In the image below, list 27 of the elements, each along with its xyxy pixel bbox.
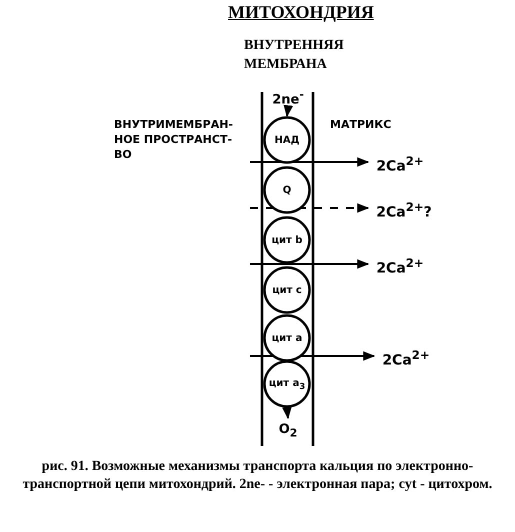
arrow bbox=[282, 406, 292, 420]
carrier-circle bbox=[263, 166, 311, 214]
node-text: 2ne$^{-}$ bbox=[272, 88, 304, 108]
carrier-circle bbox=[263, 314, 311, 362]
arrow bbox=[284, 104, 294, 118]
region-label: ВНУТРИМЕМБРАН-НОЕ ПРОСТРАНСТ-ВО bbox=[114, 118, 234, 163]
node-text: O$_{2}$ bbox=[278, 422, 298, 440]
node-text: Q bbox=[282, 184, 292, 196]
caption: рис. 91. Возможные механизмы транспорта кальция по электронно-транспортной цепи митохондрий. 2ne- - электронная пара; cyt - цитохром. bbox=[22, 458, 494, 494]
arrow bbox=[250, 157, 370, 167]
carrier-circle bbox=[263, 360, 311, 408]
node-text: 2Ca$^{2+}$? bbox=[376, 200, 432, 220]
node-text: цит b bbox=[272, 234, 302, 246]
node-text: НАД bbox=[274, 134, 300, 146]
node-text: цит a$_{3}$ bbox=[268, 378, 306, 390]
node-text: 2Ca$^{2+}$ bbox=[376, 256, 424, 276]
node-text: 2Ca$^{2+}$ bbox=[382, 348, 430, 368]
node-text: 2Ca$^{2+}$ bbox=[376, 154, 424, 174]
carrier-circle bbox=[263, 266, 311, 314]
region-label: МАТРИКС bbox=[330, 118, 392, 133]
carrier-circle bbox=[263, 116, 311, 164]
node-text: цит c bbox=[272, 284, 302, 296]
carrier-circle bbox=[263, 216, 311, 264]
membrane-label: ВНУТРЕННЯЯ МЕМБРАНА bbox=[244, 37, 345, 74]
arrow bbox=[250, 259, 370, 269]
node-text: цит a bbox=[272, 332, 302, 344]
title: МИТОХОНДРИЯ bbox=[228, 2, 374, 23]
